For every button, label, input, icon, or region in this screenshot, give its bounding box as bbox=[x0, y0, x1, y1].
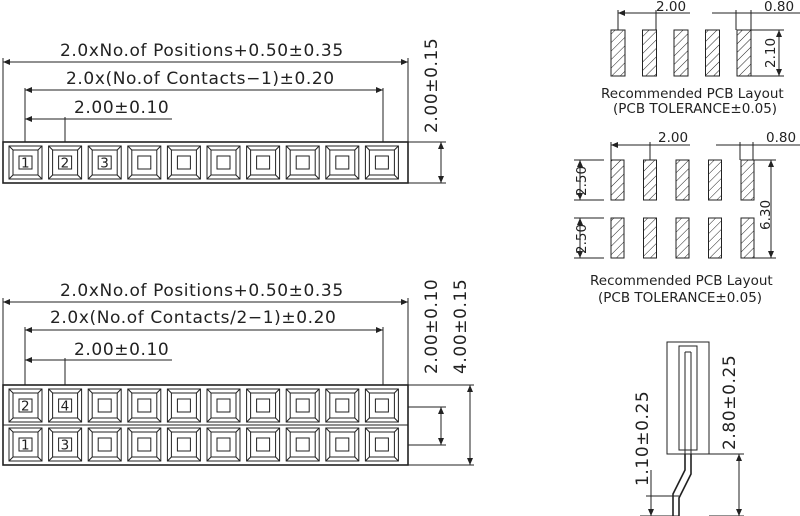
pcb-pad bbox=[610, 217, 625, 259]
pcb-pad bbox=[675, 159, 690, 201]
contact-cell: 2 bbox=[48, 145, 83, 180]
contact-cell bbox=[166, 388, 201, 423]
connector-body bbox=[2, 141, 409, 184]
pin-number: 3 bbox=[61, 438, 70, 454]
contact-cell: 4 bbox=[48, 388, 83, 423]
contact-cell bbox=[364, 145, 399, 180]
pcb-pad bbox=[708, 217, 722, 259]
contact-cell bbox=[87, 427, 122, 462]
pcb-tolerance: (PCB TOLERANCE±0.05) bbox=[598, 290, 762, 306]
overall-length-dim: 2.0xNo.of Positions+0.50±0.35 bbox=[60, 281, 344, 301]
pcb-pad-width-dim: 0.80 bbox=[764, 0, 794, 15]
contact-cell: 2 bbox=[8, 388, 43, 423]
contacts-span-dim: 2.0x(No.of Contacts−1)±0.20 bbox=[66, 69, 335, 89]
pcb-caption: Recommended PCB Layout bbox=[590, 273, 773, 289]
pitch-dim: 2.00±0.10 bbox=[74, 98, 169, 118]
contact-cell bbox=[166, 145, 201, 180]
contact-cell bbox=[127, 427, 162, 462]
contact-cell bbox=[364, 388, 399, 423]
pcb-pad bbox=[705, 29, 720, 77]
pin-number: 1 bbox=[21, 156, 30, 172]
pcb-pad bbox=[642, 29, 657, 77]
contact-cell bbox=[206, 388, 241, 423]
height-dim: 4.00±0.15 bbox=[451, 279, 471, 374]
pin-number: 1 bbox=[21, 438, 30, 454]
pcb-pad bbox=[673, 29, 689, 77]
side-body bbox=[666, 341, 710, 455]
contact-cell: 3 bbox=[48, 427, 83, 462]
pcb-pitch-dim: 2.00 bbox=[658, 130, 688, 146]
pin-number: 3 bbox=[100, 156, 109, 172]
height-dim: 2.00±0.15 bbox=[422, 38, 442, 133]
contact-cell bbox=[364, 427, 399, 462]
contact-cell bbox=[325, 145, 360, 180]
row-pitch-dim: 2.00±0.10 bbox=[422, 279, 442, 374]
pcb-row-span-dim: 6.30 bbox=[758, 200, 774, 230]
contact-cell bbox=[246, 145, 281, 180]
tail-length-dim: 1.10±0.25 bbox=[633, 391, 653, 486]
pcb-pad-length-bottom-dim: 2.50 bbox=[574, 224, 590, 254]
pitch-dim: 2.00±0.10 bbox=[74, 340, 169, 360]
pcb-pad bbox=[643, 159, 657, 201]
overall-length-dim: 2.0xNo.of Positions+0.50±0.35 bbox=[60, 41, 344, 61]
contacts-span-dim: 2.0x(No.of Contacts/2−1)±0.20 bbox=[50, 308, 336, 328]
contact-tail bbox=[672, 454, 692, 516]
contact-cell bbox=[246, 388, 281, 423]
contact-cell: 3 bbox=[87, 145, 122, 180]
contact-cell bbox=[325, 427, 360, 462]
single-row-view: 2.0xNo.of Positions+0.50±0.35 2.0x(No.of… bbox=[2, 38, 446, 184]
contact-cell bbox=[206, 427, 241, 462]
pin-number: 2 bbox=[21, 399, 30, 415]
pcb-pad bbox=[610, 159, 625, 201]
pcb-pad-width-dim: 0.80 bbox=[766, 130, 796, 146]
contact-cell: 1 bbox=[8, 145, 43, 180]
pin-number: 4 bbox=[61, 399, 70, 415]
double-row-view: 2.0xNo.of Positions+0.50±0.35 2.0x(No.of… bbox=[2, 279, 474, 466]
pcb-pad bbox=[740, 159, 755, 201]
pcb-pad bbox=[736, 29, 752, 77]
pcb-pad bbox=[708, 159, 722, 201]
contact-cell: 1 bbox=[8, 427, 43, 462]
pcb-pad bbox=[643, 217, 657, 259]
pin-number: 2 bbox=[61, 156, 70, 172]
contact-cell bbox=[127, 388, 162, 423]
contact-cell bbox=[127, 145, 162, 180]
pcb-layout-double: 2.00 0.80 2.50 2.50 6.30 Recommended PCB… bbox=[574, 130, 800, 306]
pcb-layout-single: 2.00 0.80 2.10 Recommended PCB Layout (P… bbox=[601, 0, 800, 117]
pcb-pad-length-top-dim: 2.50 bbox=[574, 166, 590, 196]
contact-cell bbox=[166, 427, 201, 462]
contact-cell bbox=[87, 388, 122, 423]
contact-cell bbox=[285, 145, 320, 180]
pcb-caption: Recommended PCB Layout bbox=[601, 86, 784, 102]
side-view: 1.10±0.25 2.80±0.25 bbox=[633, 341, 744, 516]
pcb-pad bbox=[675, 217, 690, 259]
contact-cell bbox=[285, 388, 320, 423]
contact-cell bbox=[325, 388, 360, 423]
pcb-pad bbox=[610, 29, 626, 77]
pcb-pad-length-dim: 2.10 bbox=[763, 38, 779, 68]
pcb-pitch-dim: 2.00 bbox=[656, 0, 686, 15]
body-height-dim: 2.80±0.25 bbox=[720, 355, 740, 450]
pcb-tolerance: (PCB TOLERANCE±0.05) bbox=[613, 101, 777, 117]
pcb-pad bbox=[740, 217, 755, 259]
contact-cell bbox=[285, 427, 320, 462]
contact-cell bbox=[246, 427, 281, 462]
contact-cell bbox=[206, 145, 241, 180]
